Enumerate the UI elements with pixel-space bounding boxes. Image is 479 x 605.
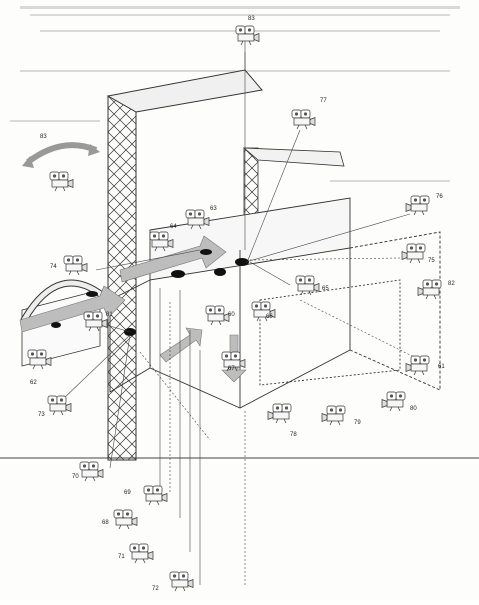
building-volume	[109, 197, 441, 409]
camera-icon	[417, 279, 442, 300]
camera-label: 79	[354, 420, 361, 426]
camera-label: 75	[428, 258, 435, 264]
camera-icon	[169, 571, 194, 592]
camera-icon	[79, 461, 104, 482]
camera-label: 83	[40, 134, 47, 140]
camera-label: 83	[248, 16, 255, 22]
camera-icon	[381, 391, 406, 412]
camera-icon	[291, 109, 316, 130]
camera-label: 78	[290, 432, 297, 438]
camera-icon	[401, 243, 426, 264]
camera-label: 71	[118, 554, 125, 560]
camera-label: 74	[50, 264, 57, 270]
camera-label: 65	[322, 286, 329, 292]
camera-icon	[405, 355, 430, 376]
small-crane	[242, 147, 345, 227]
camera-label: 81	[106, 312, 113, 318]
camera-icon	[49, 171, 74, 192]
camera-icon	[129, 543, 154, 564]
camera-label: 63	[210, 206, 217, 212]
camera-label: 61	[438, 364, 445, 370]
camera-icon	[113, 509, 138, 530]
camera-label: 77	[320, 98, 327, 104]
camera-label: 82	[448, 281, 455, 287]
rotation-arrow-icon	[22, 142, 100, 168]
camera-label: 76	[436, 194, 443, 200]
camera-icon	[235, 25, 260, 46]
camera-label: 66	[266, 314, 273, 320]
camera-icon	[63, 255, 88, 276]
camera-label: 72	[152, 586, 159, 592]
camera-label: 73	[38, 412, 45, 418]
camera-icon	[267, 403, 292, 424]
camera-icon	[405, 195, 430, 216]
camera-icon	[205, 305, 230, 326]
camera-icon	[47, 395, 72, 416]
camera-label: 60	[228, 312, 235, 318]
camera-label: 62	[30, 380, 37, 386]
camera-icon	[321, 405, 346, 426]
cameras-layer: 83 77 83 63 64 76 75 74 65 82 81 60 66 62 67 61 73 80 78 79…	[27, 16, 455, 592]
camera-label: 68	[102, 520, 109, 526]
camera-label: 67	[228, 366, 235, 372]
camera-label: 80	[410, 406, 417, 412]
camera-label: 69	[124, 490, 131, 496]
camera-label: 64	[170, 224, 177, 230]
camera-icon	[143, 485, 168, 506]
camera-label: 70	[72, 474, 79, 480]
lens-markers	[51, 249, 249, 336]
